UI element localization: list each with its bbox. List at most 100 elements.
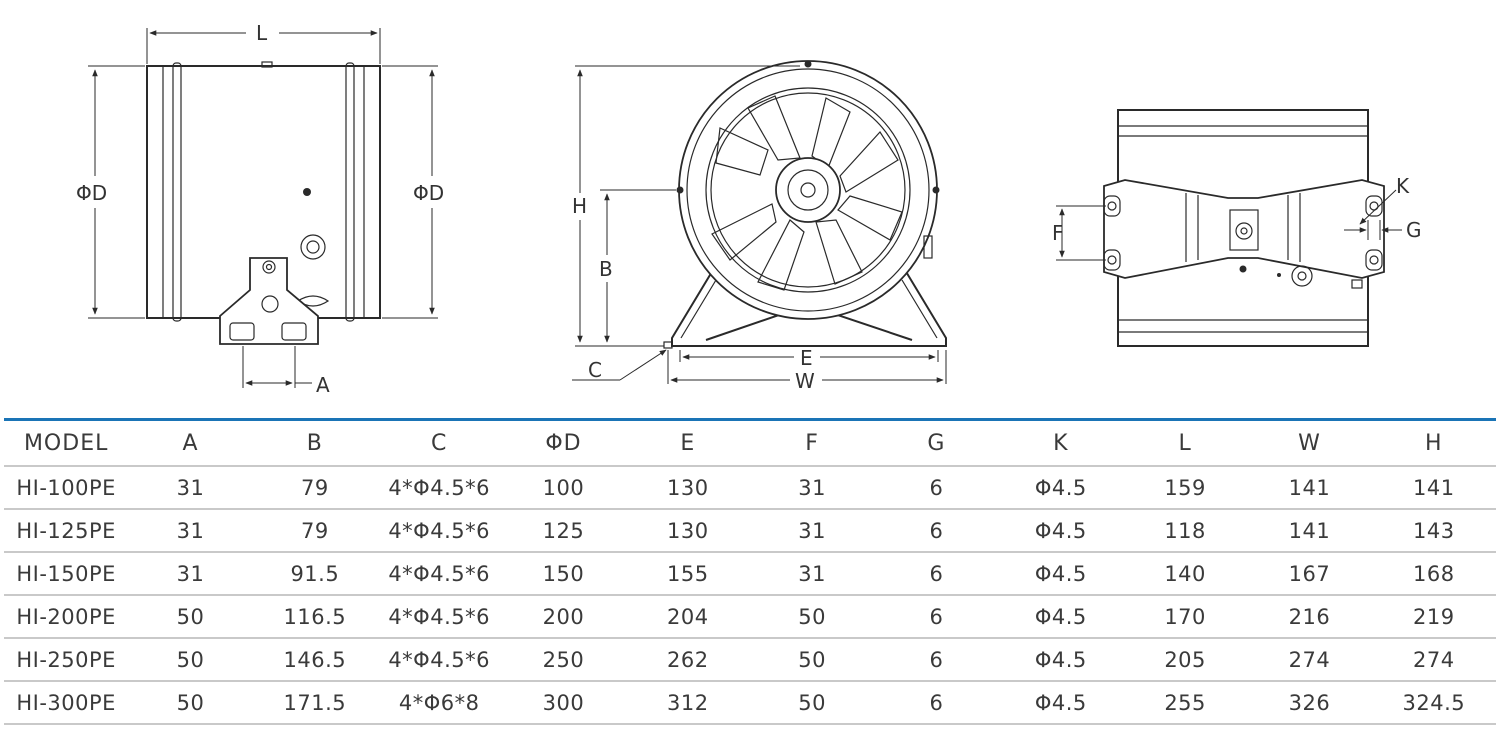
table-cell: 170 bbox=[1122, 595, 1248, 639]
table-cell: 204 bbox=[625, 595, 750, 639]
spec-table: MODEL A B C ΦD E F G K L W H HI-100PE 31… bbox=[4, 418, 1496, 725]
table-cell: 262 bbox=[625, 638, 750, 682]
table-cell: 6 bbox=[874, 552, 999, 596]
header-f: F bbox=[749, 421, 875, 467]
table-cell: HI-150PE bbox=[4, 552, 129, 596]
table-cell: HI-300PE bbox=[4, 681, 129, 725]
table-cell: 100 bbox=[501, 466, 626, 510]
header-k: K bbox=[998, 421, 1123, 467]
table-row: HI-100PE 31 79 4*Φ4.5*6 100 130 31 6 Φ4.… bbox=[4, 466, 1496, 510]
table-cell: 250 bbox=[501, 638, 626, 682]
table-cell: 140 bbox=[1122, 552, 1248, 596]
table-cell: 146.5 bbox=[252, 638, 377, 682]
table-cell: Φ4.5 bbox=[998, 552, 1123, 596]
table-cell: Φ4.5 bbox=[998, 509, 1123, 553]
table-header-row: MODEL A B C ΦD E F G K L W H bbox=[4, 421, 1496, 467]
table-cell: 216 bbox=[1247, 595, 1372, 639]
table-row: HI-250PE 50 146.5 4*Φ4.5*6 250 262 50 6 … bbox=[4, 638, 1496, 682]
table-cell: 31 bbox=[128, 509, 253, 553]
table-cell: 4*Φ4.5*6 bbox=[376, 638, 502, 682]
header-c: C bbox=[376, 421, 502, 467]
table-cell: 155 bbox=[625, 552, 750, 596]
table-cell: 6 bbox=[874, 681, 999, 725]
table-cell: 159 bbox=[1122, 466, 1248, 510]
table-cell: 50 bbox=[128, 681, 253, 725]
header-d: ΦD bbox=[501, 421, 626, 467]
technical-drawings: L ΦD ΦD A bbox=[76, 21, 1422, 397]
table-cell: 31 bbox=[128, 466, 253, 510]
table-cell: 167 bbox=[1247, 552, 1372, 596]
table-cell: 31 bbox=[749, 466, 875, 510]
table-cell: 79 bbox=[252, 466, 377, 510]
table-cell: 4*Φ4.5*6 bbox=[376, 552, 502, 596]
table-cell: Φ4.5 bbox=[998, 595, 1123, 639]
header-h: H bbox=[1371, 421, 1496, 467]
table-cell: 125 bbox=[501, 509, 626, 553]
table-cell: 300 bbox=[501, 681, 626, 725]
table-cell: 31 bbox=[128, 552, 253, 596]
table-cell: 274 bbox=[1247, 638, 1372, 682]
table-cell: 4*Φ4.5*6 bbox=[376, 595, 502, 639]
table-cell: 79 bbox=[252, 509, 377, 553]
table-cell: 141 bbox=[1247, 509, 1372, 553]
table-cell: HI-100PE bbox=[4, 466, 129, 510]
table-cell: 143 bbox=[1371, 509, 1496, 553]
table-cell: HI-200PE bbox=[4, 595, 129, 639]
table-cell: Φ4.5 bbox=[998, 681, 1123, 725]
header-b: B bbox=[252, 421, 377, 467]
table-cell: 168 bbox=[1371, 552, 1496, 596]
table-cell: 50 bbox=[749, 638, 875, 682]
table-cell: Φ4.5 bbox=[998, 466, 1123, 510]
table-cell: 219 bbox=[1371, 595, 1496, 639]
label-A: A bbox=[316, 373, 330, 397]
table-cell: HI-125PE bbox=[4, 509, 129, 553]
label-L: L bbox=[256, 21, 268, 45]
table-cell: 4*Φ6*8 bbox=[376, 681, 502, 725]
table-row: HI-150PE 31 91.5 4*Φ4.5*6 150 155 31 6 Φ… bbox=[4, 552, 1496, 596]
table-cell: 4*Φ4.5*6 bbox=[376, 466, 502, 510]
table-cell: 274 bbox=[1371, 638, 1496, 682]
table-cell: 6 bbox=[874, 638, 999, 682]
label-E: E bbox=[800, 346, 813, 370]
table-cell: 6 bbox=[874, 595, 999, 639]
label-C: C bbox=[588, 358, 602, 382]
header-g: G bbox=[874, 421, 999, 467]
table-cell: 91.5 bbox=[252, 552, 377, 596]
label-B: B bbox=[599, 257, 613, 281]
table-cell: 130 bbox=[625, 509, 750, 553]
table-cell: 326 bbox=[1247, 681, 1372, 725]
table-cell: 50 bbox=[128, 595, 253, 639]
table-cell: 50 bbox=[749, 681, 875, 725]
label-H: H bbox=[572, 194, 587, 218]
front-view: H B C E W bbox=[572, 60, 947, 393]
label-F: F bbox=[1052, 221, 1064, 245]
table-cell: 324.5 bbox=[1371, 681, 1496, 725]
table-cell: Φ4.5 bbox=[998, 638, 1123, 682]
table-row: HI-300PE 50 171.5 4*Φ6*8 300 312 50 6 Φ4… bbox=[4, 681, 1496, 725]
table-cell: 141 bbox=[1371, 466, 1496, 510]
table-cell: 6 bbox=[874, 466, 999, 510]
table-cell: 200 bbox=[501, 595, 626, 639]
table-row: HI-125PE 31 79 4*Φ4.5*6 125 130 31 6 Φ4.… bbox=[4, 509, 1496, 553]
table-cell: 141 bbox=[1247, 466, 1372, 510]
label-G: G bbox=[1406, 218, 1422, 242]
label-diameter-right: ΦD bbox=[413, 181, 444, 205]
table-cell: 50 bbox=[128, 638, 253, 682]
label-K: K bbox=[1396, 174, 1410, 198]
header-a: A bbox=[128, 421, 253, 467]
label-W: W bbox=[795, 369, 815, 393]
table-cell: 4*Φ4.5*6 bbox=[376, 509, 502, 553]
table-cell: 118 bbox=[1122, 509, 1248, 553]
top-view: F K G bbox=[1052, 109, 1422, 347]
table-accent-line bbox=[4, 418, 1496, 421]
table-cell: HI-250PE bbox=[4, 638, 129, 682]
table-cell: 6 bbox=[874, 509, 999, 553]
header-w: W bbox=[1247, 421, 1372, 467]
side-view: L ΦD ΦD A bbox=[76, 21, 444, 397]
table-cell: 50 bbox=[749, 595, 875, 639]
table-cell: 205 bbox=[1122, 638, 1248, 682]
table-cell: 171.5 bbox=[252, 681, 377, 725]
table-row: HI-200PE 50 116.5 4*Φ4.5*6 200 204 50 6 … bbox=[4, 595, 1496, 639]
table-cell: 150 bbox=[501, 552, 626, 596]
table-cell: 255 bbox=[1122, 681, 1248, 725]
